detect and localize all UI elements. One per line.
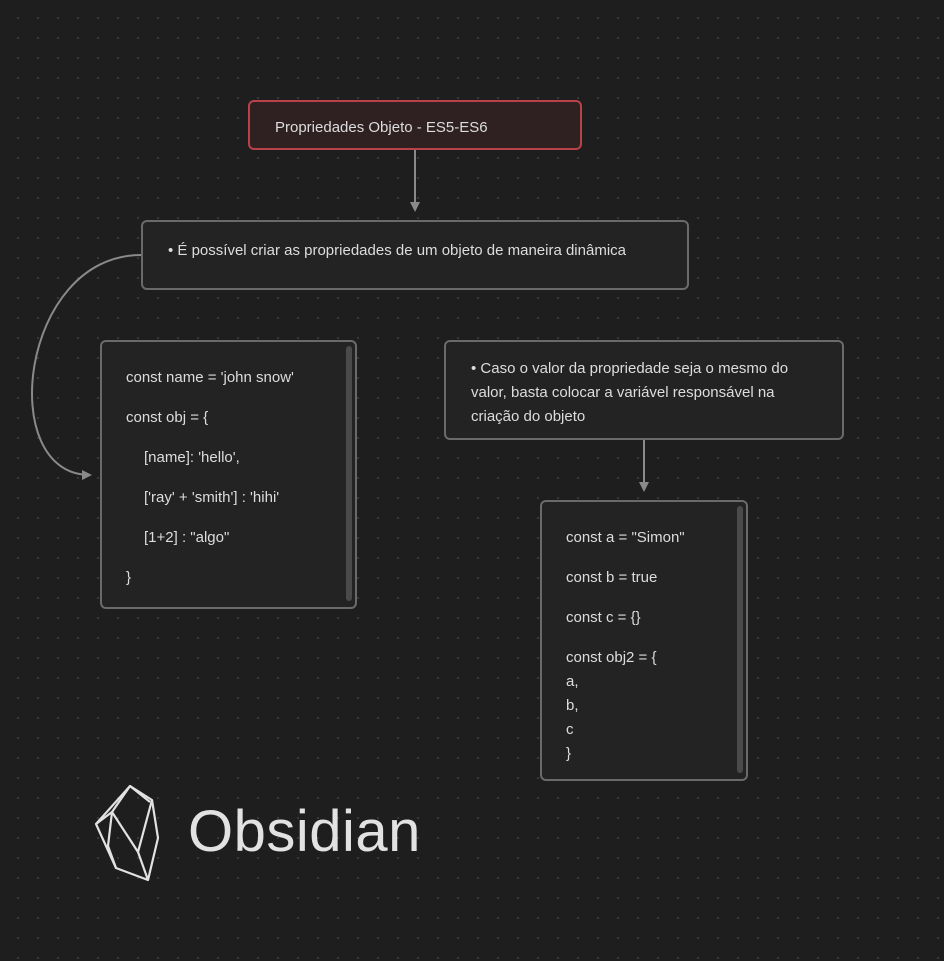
edge-dynamic-to-code[interactable] <box>31 254 142 480</box>
code-line: const a = "Simon" <box>566 529 685 546</box>
node-code-shorthand[interactable]: const a = "Simon" const b = true const c… <box>540 500 748 781</box>
node-title-text: Propriedades Objeto - ES5-ES6 <box>275 119 488 136</box>
code-line: ['ray' + 'smith'] : 'hihi' <box>144 489 280 506</box>
code-line: b, <box>566 697 579 714</box>
shorthand-properties-text: Caso o valor da propriedade seja o mesmo… <box>471 357 822 429</box>
node-code-dynamic[interactable]: const name = 'john snow' const obj = { [… <box>100 340 357 609</box>
code-line: const name = 'john snow' <box>126 369 294 386</box>
code-line: } <box>126 569 132 586</box>
node-title[interactable]: Propriedades Objeto - ES5-ES6 <box>248 100 582 150</box>
obsidian-crystal-icon <box>94 784 160 882</box>
code-line: const obj2 = { <box>566 649 657 666</box>
node-scrollbar[interactable] <box>737 506 743 773</box>
node-shorthand-properties[interactable]: Caso o valor da propriedade seja o mesmo… <box>444 340 844 440</box>
code-line: [1+2] : "algo" <box>144 529 230 546</box>
code-line: const b = true <box>566 569 658 586</box>
code-line: c <box>566 721 574 738</box>
code-line: } <box>566 745 572 762</box>
dynamic-properties-text: É possível criar as propriedades de um o… <box>168 239 667 263</box>
node-scrollbar[interactable] <box>346 346 352 601</box>
obsidian-logo-text: Obsidian <box>188 799 421 864</box>
code-line: const obj = { <box>126 409 209 426</box>
node-dynamic-properties[interactable]: É possível criar as propriedades de um o… <box>141 220 689 290</box>
code-line: const c = {} <box>566 609 641 626</box>
code-line: [name]: 'hello', <box>144 449 240 466</box>
code-line: a, <box>566 673 579 690</box>
